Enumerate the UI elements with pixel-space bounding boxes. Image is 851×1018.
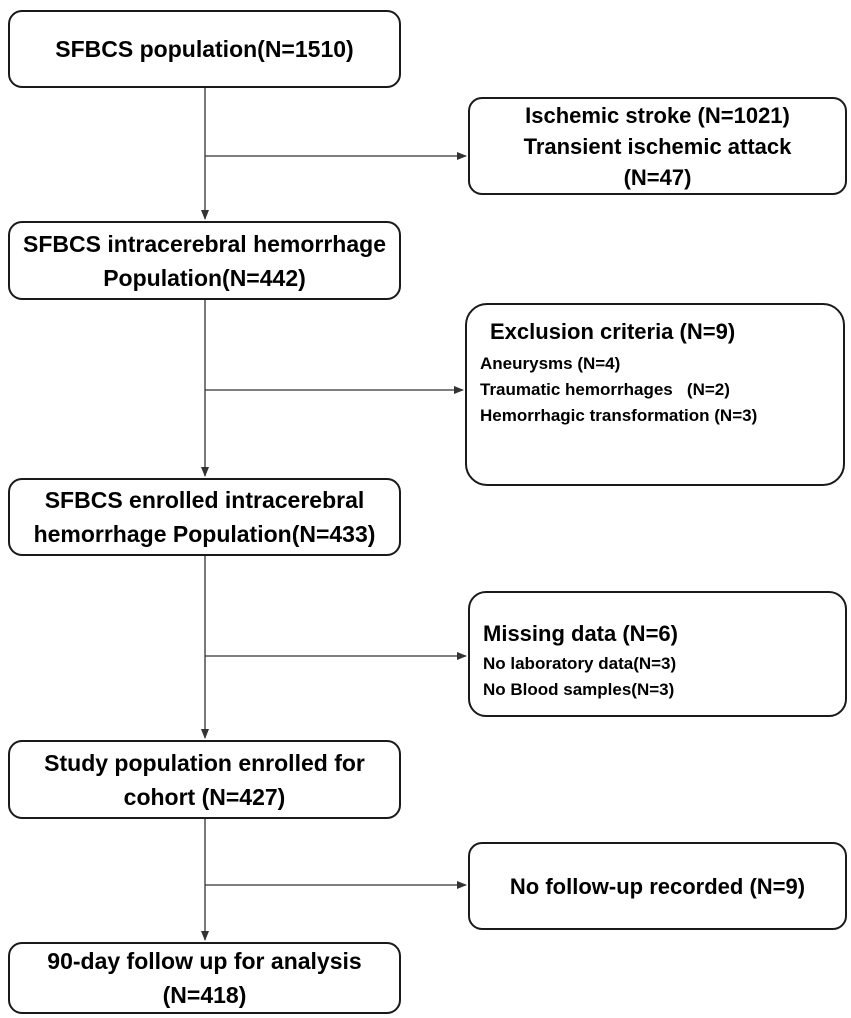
exclusion-no-followup: No follow-up recorded (N=9) (468, 842, 847, 930)
exclusion-line: No follow-up recorded (N=9) (509, 873, 806, 899)
step-line: SFBCS enrolled intracerebral (44, 487, 365, 513)
exclusion-criteria: Exclusion criteria (N=9) Aneurysms (N=4)… (465, 303, 845, 486)
exclusion-title: Missing data (N=6) (483, 621, 678, 646)
step-ich-population: SFBCS intracerebral hemorrhage Populatio… (8, 221, 401, 300)
exclusion-item: No laboratory data(N=3) (483, 654, 677, 673)
step-enrolled-ich-population: SFBCS enrolled intracerebral hemorrhage … (8, 478, 401, 556)
step-study-population: Study population enrolled for cohort (N=… (8, 740, 401, 819)
step-line: SFBCS population(N=1510) (55, 36, 354, 62)
exclusion-line: Transient ischemic attack (523, 133, 792, 159)
step-line: 90-day follow up for analysis (47, 948, 362, 974)
exclusion-item: No Blood samples(N=3) (483, 680, 675, 699)
exclusion-item: Aneurysms (N=4) (480, 354, 621, 373)
step-line: cohort (N=427) (123, 783, 286, 810)
exclusion-item: Hemorrhagic transformation (N=3) (480, 406, 758, 425)
step-line: Study population enrolled for (44, 749, 365, 776)
exclusion-line: (N=47) (623, 164, 692, 190)
step-line: (N=418) (162, 982, 247, 1008)
exclusion-title: Exclusion criteria (N=9) (490, 319, 736, 344)
step-line: hemorrhage Population(N=433) (33, 521, 376, 547)
step-sfbcs-population: SFBCS population(N=1510) (8, 10, 401, 88)
step-line: Population(N=442) (103, 264, 306, 291)
exclusion-ischemic: Ischemic stroke (N=1021) Transient ische… (468, 97, 847, 195)
exclusion-line: Ischemic stroke (N=1021) (525, 102, 790, 128)
exclusion-missing-data: Missing data (N=6) No laboratory data(N=… (468, 591, 847, 717)
exclusion-item: Traumatic hemorrhages (N=2) (480, 380, 730, 399)
step-line: SFBCS intracerebral hemorrhage (22, 230, 386, 257)
step-followup-analysis: 90-day follow up for analysis (N=418) (8, 942, 401, 1014)
